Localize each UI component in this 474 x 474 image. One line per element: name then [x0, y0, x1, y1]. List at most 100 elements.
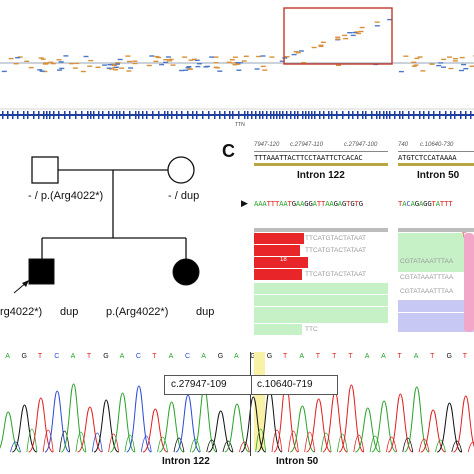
exon-mark — [158, 111, 160, 119]
trace-peak — [60, 383, 87, 453]
trace-minor-peak — [271, 429, 283, 453]
trace-minor-peak — [173, 437, 185, 453]
reference-seq-right: ATGTCTCCATAAAA — [398, 153, 457, 162]
scatter-point — [411, 65, 417, 67]
trace-minor-peak — [91, 432, 103, 453]
base-call: T — [37, 353, 43, 360]
scatter-point — [108, 68, 114, 70]
exon-mark — [119, 111, 121, 119]
exon-mark — [187, 111, 189, 119]
scatter-point — [156, 56, 161, 59]
scatter-point — [293, 50, 299, 53]
scatter-point — [95, 66, 101, 68]
scatter-point — [154, 55, 160, 58]
base-call: T — [332, 353, 337, 360]
scatter-point — [186, 66, 192, 68]
trace-peak — [371, 400, 397, 453]
exon-mark — [171, 111, 173, 119]
scatter-point — [269, 56, 275, 58]
scatter-point — [284, 56, 290, 58]
exon-mark — [75, 111, 77, 119]
scatter-point — [311, 46, 317, 49]
trace-peak — [355, 407, 381, 453]
trace-minor-peak — [255, 428, 267, 453]
exon-mark — [352, 111, 354, 119]
scatter-point — [459, 69, 464, 72]
breakpoint-highlight — [254, 352, 265, 450]
trace-peak — [175, 394, 201, 453]
exon-mark — [138, 111, 140, 119]
base-call: A — [5, 353, 10, 360]
exon-mark — [276, 111, 278, 119]
scatter-point — [119, 67, 125, 69]
scatter-point — [159, 63, 165, 66]
trace-peak — [306, 398, 332, 453]
exon-mark — [46, 111, 48, 119]
scatter-point — [182, 56, 188, 58]
scatter-point — [279, 60, 285, 62]
base-call: G — [266, 353, 273, 360]
scatter-point — [463, 68, 469, 70]
scatter-point — [115, 63, 120, 65]
base-call: G — [103, 353, 109, 360]
scatter-point — [183, 69, 189, 71]
base-call: T — [315, 353, 320, 360]
base-call: A — [234, 353, 239, 360]
scatter-point — [63, 55, 69, 57]
exon-mark — [53, 111, 55, 119]
exon-mark — [302, 111, 304, 119]
scatter-point — [411, 61, 417, 63]
exon-mark — [379, 111, 381, 119]
scatter-point — [217, 70, 223, 72]
scatter-point — [209, 56, 215, 58]
exon-mark — [433, 111, 435, 119]
trace-minor-peak — [124, 434, 136, 453]
exon-mark — [64, 111, 66, 119]
exon-mark — [123, 111, 125, 119]
reference-seq-left: TTTAAATTACTTCCTAATTCTCACAC — [254, 153, 363, 162]
exon-mark — [413, 111, 415, 119]
exon-mark — [328, 111, 330, 119]
scatter-point — [163, 61, 169, 64]
scatter-point — [441, 66, 446, 68]
trace-minor-peak — [108, 433, 119, 453]
exon-mark — [408, 111, 410, 119]
exon-mark — [450, 111, 452, 119]
highlight-box — [283, 7, 393, 65]
trace-peak — [44, 390, 70, 453]
base-call: A — [201, 353, 206, 360]
exon-mark — [102, 111, 104, 119]
scatter-point — [282, 57, 288, 59]
scatter-point — [429, 63, 435, 65]
proband-genotype: rg4022*) — [0, 306, 43, 318]
base-call: G — [446, 353, 452, 360]
exon-mark — [286, 111, 288, 119]
exon-mark — [181, 111, 183, 119]
scatter-point — [24, 60, 30, 62]
exon-mark — [192, 111, 194, 119]
exon-mark — [445, 111, 447, 119]
mother-genotype: - / dup — [168, 190, 200, 202]
scatter-point — [342, 34, 348, 37]
scatter-point — [163, 59, 169, 61]
ruler-right: 740 c.10640-730 — [398, 142, 474, 152]
panel-letter-c: C — [222, 141, 235, 161]
scatter-point — [8, 57, 14, 60]
exon-mark — [176, 111, 178, 119]
scatter-point — [58, 61, 64, 63]
intron-122-label: Intron 122 — [162, 456, 210, 467]
exon-mark — [129, 111, 131, 119]
scatter-point — [88, 59, 94, 62]
trace-peak — [158, 401, 185, 453]
trace-minor-peak — [59, 430, 70, 453]
scatter-point — [43, 62, 49, 65]
exon-mark — [262, 111, 264, 119]
trace-minor-peak — [75, 431, 87, 453]
scatter-point — [132, 60, 138, 62]
scatter-point — [188, 59, 194, 61]
exon-mark — [112, 111, 114, 119]
scatter-point — [127, 60, 132, 63]
exon-mark — [305, 111, 307, 119]
scatter-point — [179, 69, 185, 72]
exon-mark — [371, 111, 373, 119]
